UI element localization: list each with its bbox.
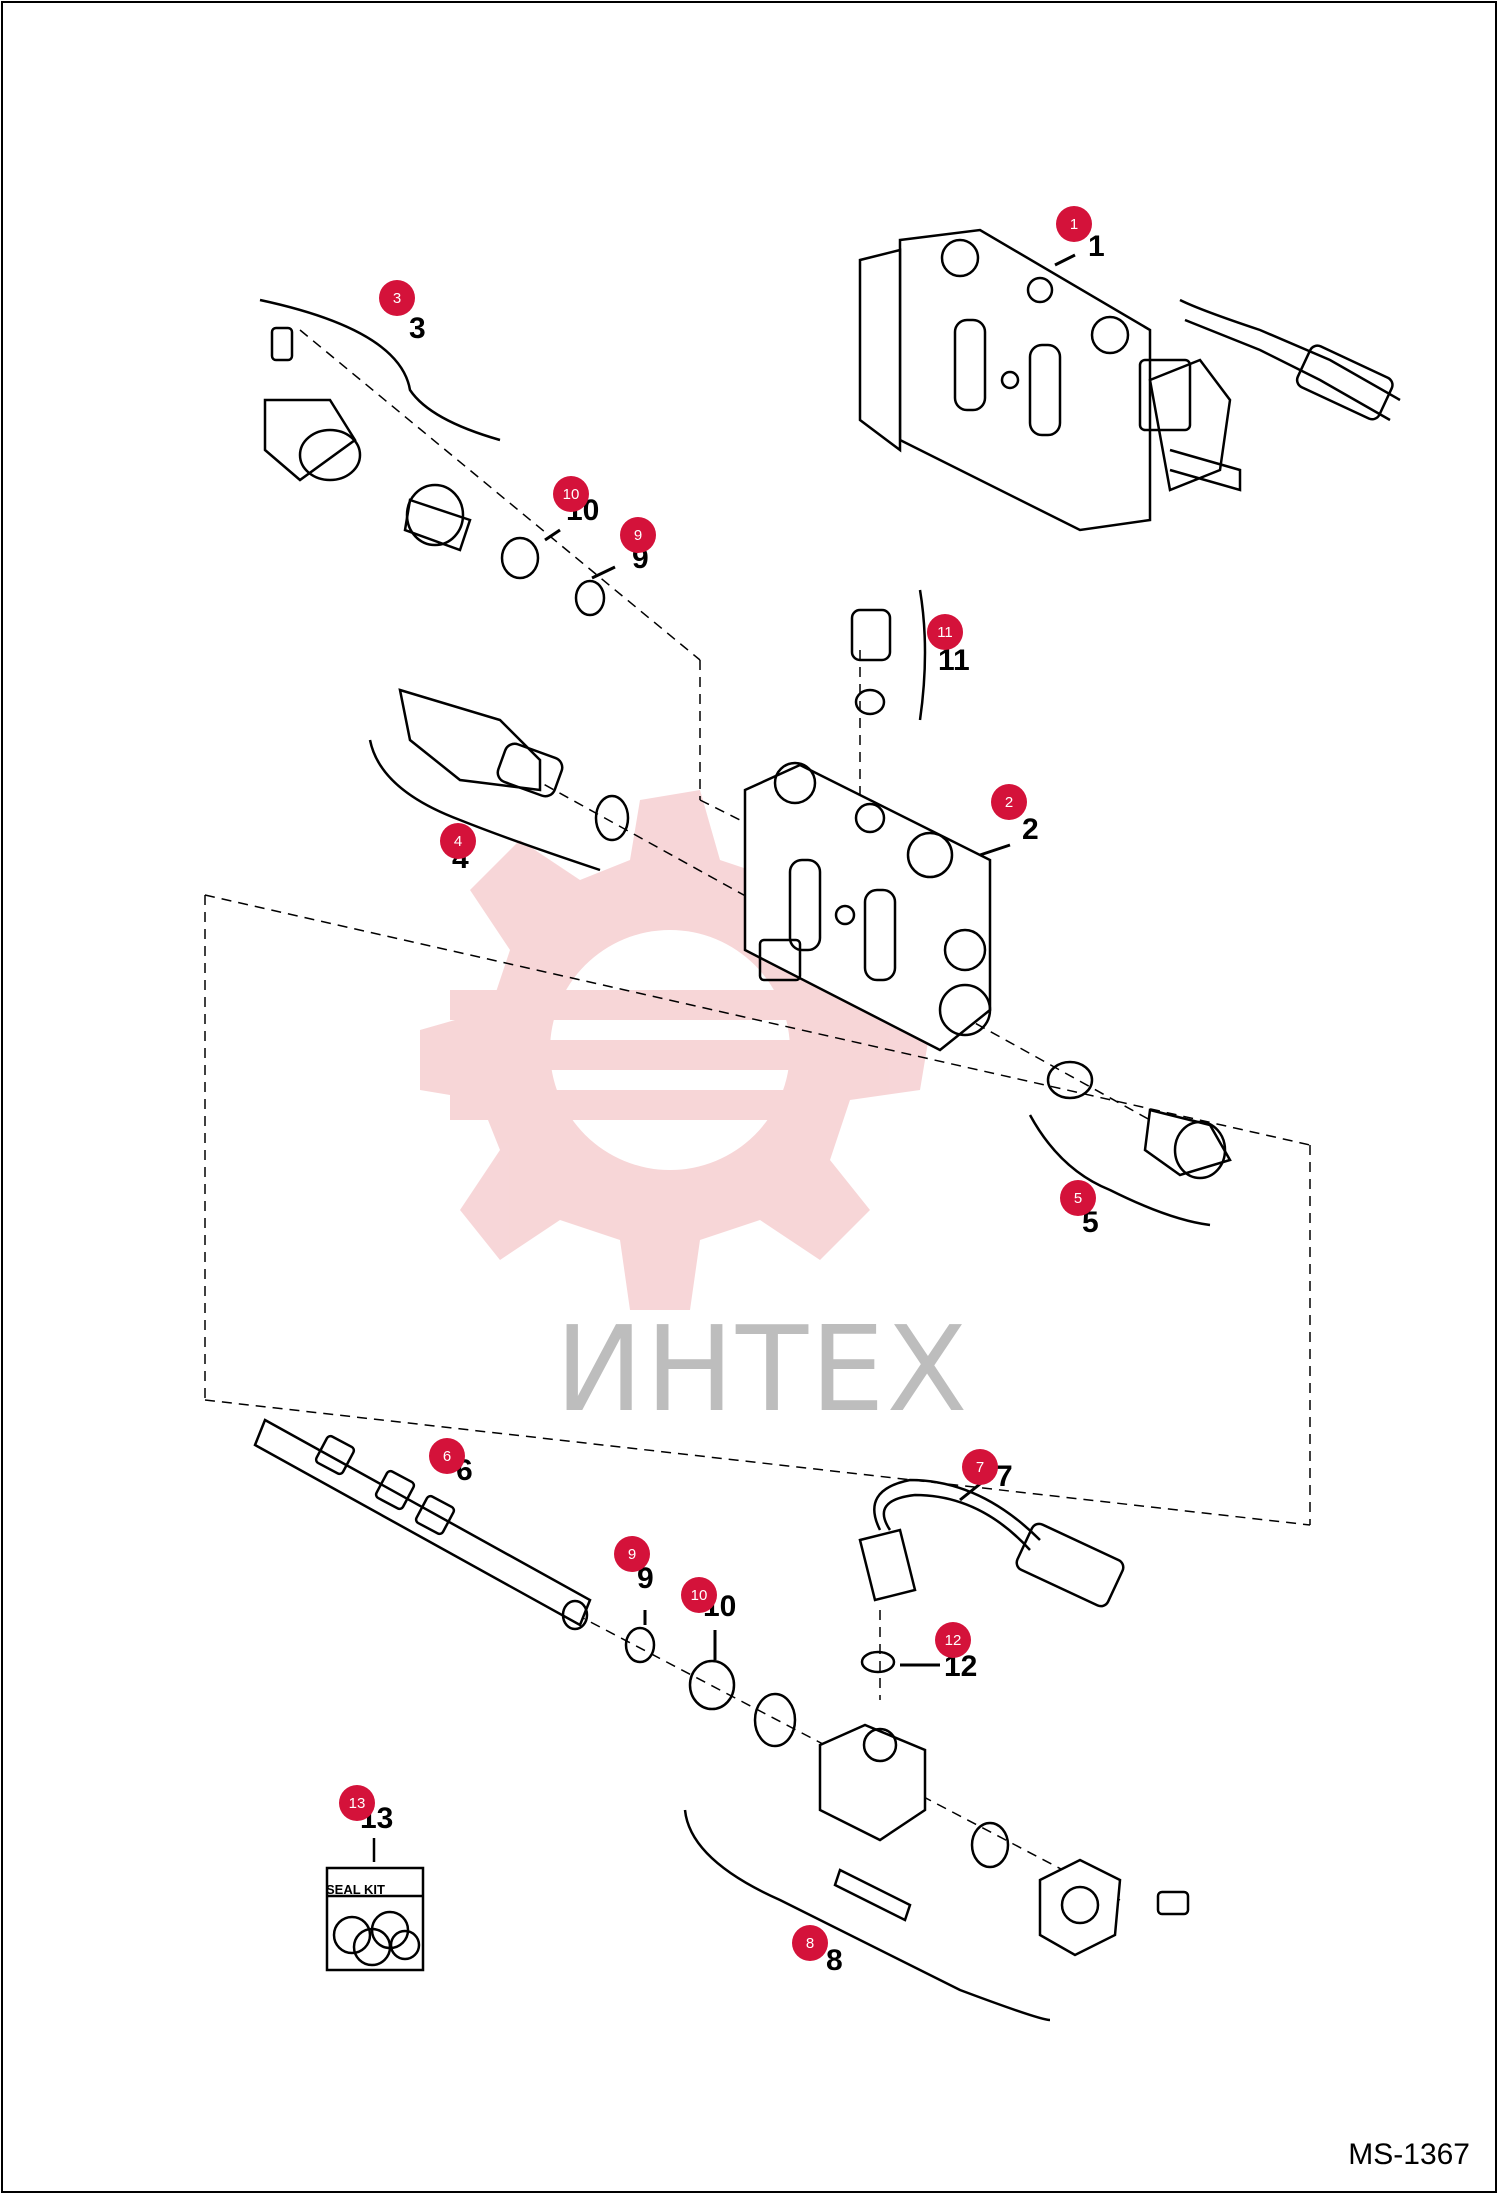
callout-label-7: 7: [996, 1460, 1013, 1493]
callout-badge-13: 13: [339, 1785, 375, 1821]
part-12-o-ring: [860, 1650, 896, 1674]
callout-label-5: 5: [1082, 1206, 1099, 1239]
callout-badge-1: 1: [1056, 206, 1092, 242]
part-8-end-cap: [683, 1723, 1190, 2022]
callout-badge-5: 5: [1060, 1180, 1096, 1216]
callout-label-1: 1: [1088, 230, 1105, 263]
callout-badge-9a: 9: [620, 517, 656, 553]
callout-badge-10a: 10: [553, 476, 589, 512]
callout-label-2: 2: [1022, 813, 1039, 846]
diagram-code: MS-1367: [1348, 2138, 1470, 2171]
part-1-valve-section: [858, 228, 1401, 532]
callout-badge-3: 3: [379, 280, 415, 316]
callout-label-11: 11: [938, 644, 970, 677]
callout-label-9b: 9: [637, 1562, 654, 1595]
callout-label-3: 3: [409, 312, 426, 345]
callout-badge-10b: 10: [681, 1577, 717, 1613]
callout-badge-9b: 9: [614, 1536, 650, 1572]
callout-badge-4: 4: [440, 823, 476, 859]
part-5-check-valve: [1028, 1060, 1232, 1227]
callout-badge-2: 2: [991, 784, 1027, 820]
part-6-spool: [253, 1418, 592, 1631]
callout-badge-12: 12: [935, 1622, 971, 1658]
watermark-text: ИНТЕХ: [555, 1300, 970, 1438]
seal-kit-label: SEAL KIT: [326, 1882, 385, 1897]
lower-seals: [624, 1626, 797, 1748]
part-13-seal-kit: [325, 1838, 425, 1972]
callout-badge-11: 11: [927, 614, 963, 650]
part-7-sensor-harness: [858, 1478, 1125, 1608]
part-2-valve-body: [743, 761, 992, 1052]
part-4-relief-valve: [368, 688, 630, 872]
callout-badge-8: 8: [792, 1925, 828, 1961]
callout-badge-6: 6: [429, 1438, 465, 1474]
dashed-guide-lines: [204, 329, 1311, 1901]
part-11-plug: [850, 589, 927, 721]
part-3-cover-assembly: [259, 298, 606, 617]
callout-label-8: 8: [826, 1944, 843, 1977]
callout-badge-7: 7: [962, 1449, 998, 1485]
